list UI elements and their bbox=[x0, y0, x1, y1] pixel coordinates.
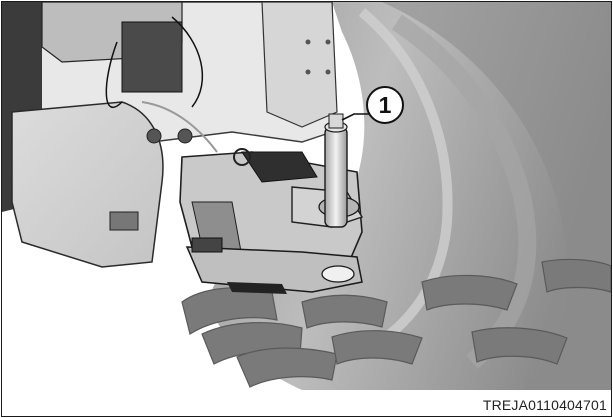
plate-hole bbox=[325, 39, 331, 45]
callout-number: 1 bbox=[378, 91, 392, 118]
frame-slot bbox=[109, 211, 139, 231]
frame-bolt bbox=[177, 128, 193, 144]
plate-hole bbox=[305, 39, 311, 45]
hitch-pin bbox=[324, 126, 348, 228]
tire-shadow bbox=[382, 2, 611, 390]
tire-treads bbox=[181, 258, 611, 388]
wire bbox=[171, 16, 204, 108]
drawbar bbox=[185, 246, 363, 293]
hitch-top-cover bbox=[241, 151, 318, 183]
hitch-pin-stem bbox=[328, 113, 344, 129]
plate-hole bbox=[305, 69, 311, 75]
plate-hole bbox=[325, 69, 331, 75]
figure-code-label: TREJA0110404701 bbox=[482, 397, 607, 413]
frame-bolt bbox=[146, 128, 162, 144]
drawbar-pad bbox=[227, 282, 287, 294]
electrical-box-dark bbox=[121, 21, 183, 93]
tractor-frame-side bbox=[11, 101, 164, 268]
tire-rim-edge bbox=[358, 8, 453, 352]
tractor-hitch-illustration bbox=[2, 2, 611, 390]
callout-leader bbox=[341, 113, 370, 121]
drawbar-eye bbox=[321, 265, 355, 283]
callout-circle bbox=[366, 86, 404, 124]
lever-block bbox=[191, 237, 223, 253]
frame-bevel bbox=[141, 101, 218, 153]
mounting-plate bbox=[261, 2, 338, 128]
tire-sidewall bbox=[392, 14, 537, 369]
lock-ring bbox=[233, 148, 251, 166]
wire bbox=[105, 41, 123, 109]
